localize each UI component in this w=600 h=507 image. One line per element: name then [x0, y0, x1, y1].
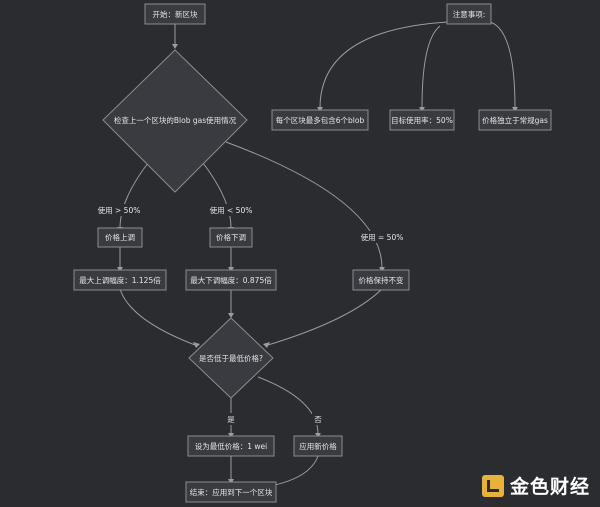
- edge-label-eq50: 使用 = 50%: [361, 232, 404, 242]
- edge-unchanged-below: [267, 288, 383, 346]
- node-notes-label: 注意事项:: [453, 9, 486, 19]
- node-note-target-label: 目标使用率：50%: [391, 115, 453, 125]
- node-note-independent-label: 价格独立于常规gas: [482, 115, 548, 125]
- node-end-label: 结束：应用到下一个区块: [190, 487, 273, 497]
- node-set-min-label: 设为最低价格：1 wei: [195, 441, 268, 451]
- node-decrease: 价格下调: [209, 227, 253, 248]
- edge-maxinc-below: [119, 288, 196, 346]
- node-increase-label: 价格上调: [105, 232, 135, 242]
- node-notes: 注意事项:: [446, 3, 492, 25]
- edge-labels: 使用 > 50% 使用 < 50% 使用 = 50% 是 否: [96, 204, 406, 425]
- node-note-independent: 价格独立于常规gas: [478, 109, 552, 131]
- node-start: 开始：新区块: [144, 3, 206, 25]
- node-check-label: 检查上一个区块的Blob gas使用情况: [114, 115, 237, 125]
- node-max-increase: 最大上调幅度：1.125倍: [73, 269, 167, 291]
- arrowhead: [228, 313, 234, 318]
- edge-check-unchanged: [225, 141, 383, 269]
- node-max-increase-label: 最大上调幅度：1.125倍: [79, 275, 161, 285]
- arrowhead: [193, 342, 200, 348]
- node-below-min-label: 是否低于最低价格?: [199, 353, 263, 363]
- watermark-logo: 金色财经: [481, 472, 590, 499]
- edge-notes-blobs: [319, 21, 449, 109]
- node-max-decrease: 最大下调幅度：0.875倍: [185, 269, 277, 291]
- node-unchanged-label: 价格保持不变: [359, 275, 404, 285]
- node-decrease-label: 价格下调: [216, 232, 246, 242]
- node-apply-new: 应用新价格: [293, 435, 343, 457]
- node-start-label: 开始：新区块: [153, 9, 198, 19]
- node-max-decrease-label: 最大下调幅度：0.875倍: [190, 275, 272, 285]
- edge-label-yes: 是: [227, 415, 235, 424]
- node-unchanged: 价格保持不变: [352, 269, 410, 291]
- edge-notes-independent: [489, 21, 516, 109]
- edge-below-apply: [257, 376, 319, 435]
- edge-check-decrease: [202, 162, 232, 229]
- edge-label-no: 否: [314, 415, 322, 424]
- edge-apply-end: [269, 455, 319, 487]
- node-increase: 价格上调: [97, 227, 143, 248]
- arrowhead: [172, 44, 178, 49]
- edge-check-increase: [119, 162, 149, 229]
- node-set-min: 设为最低价格：1 wei: [187, 435, 275, 457]
- logo-text: 金色财经: [509, 476, 590, 498]
- node-note-target: 目标使用率：50%: [389, 109, 455, 131]
- arrowhead: [263, 342, 270, 348]
- edge-label-lt50: 使用 < 50%: [210, 205, 253, 215]
- node-apply-new-label: 应用新价格: [299, 441, 337, 451]
- node-below-min: 是否低于最低价格?: [188, 317, 274, 399]
- nodes: 开始：新区块 检查上一个区块的Blob gas使用情况 价格上调 价格下调 最大…: [73, 3, 552, 503]
- node-note-blobs-label: 每个区块最多包含6个blob: [276, 115, 365, 125]
- edge-notes-target: [421, 25, 441, 109]
- node-check: 检查上一个区块的Blob gas使用情况: [102, 49, 248, 193]
- node-note-blobs: 每个区块最多包含6个blob: [271, 109, 369, 131]
- logo-mark-icon: [481, 474, 504, 497]
- node-end: 结束：应用到下一个区块: [185, 481, 277, 503]
- edge-label-gt50: 使用 > 50%: [98, 205, 141, 215]
